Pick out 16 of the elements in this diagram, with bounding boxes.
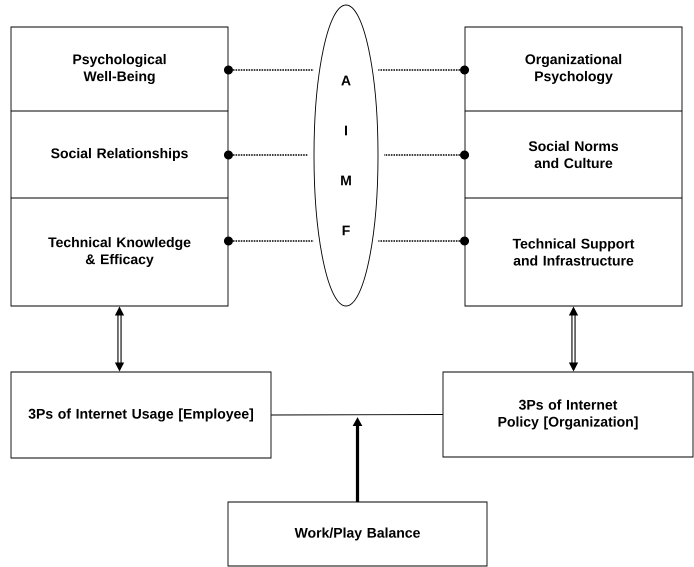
process-box: Social Norms and Culture <box>464 110 682 198</box>
connector <box>224 236 314 246</box>
process-box: Technical Knowledge & Efficacy <box>10 198 228 306</box>
process-box: 3Ps of Internet Usage [Employee] <box>10 372 272 458</box>
process-box: 3Ps of Internet Policy [Organization] <box>442 372 694 458</box>
connector <box>378 66 470 74</box>
process-box: Organizational Psychology <box>464 26 682 112</box>
process-box: Work/Play Balance <box>228 502 488 566</box>
connector <box>271 414 443 416</box>
connector <box>224 66 314 74</box>
process-box: Social Relationships <box>10 110 228 198</box>
connector <box>224 150 308 160</box>
process-box: Technical Support and Infrastructure <box>464 198 682 306</box>
connector <box>384 150 470 160</box>
process-box: Psychological Well-Being <box>10 26 228 112</box>
connector <box>378 236 470 246</box>
